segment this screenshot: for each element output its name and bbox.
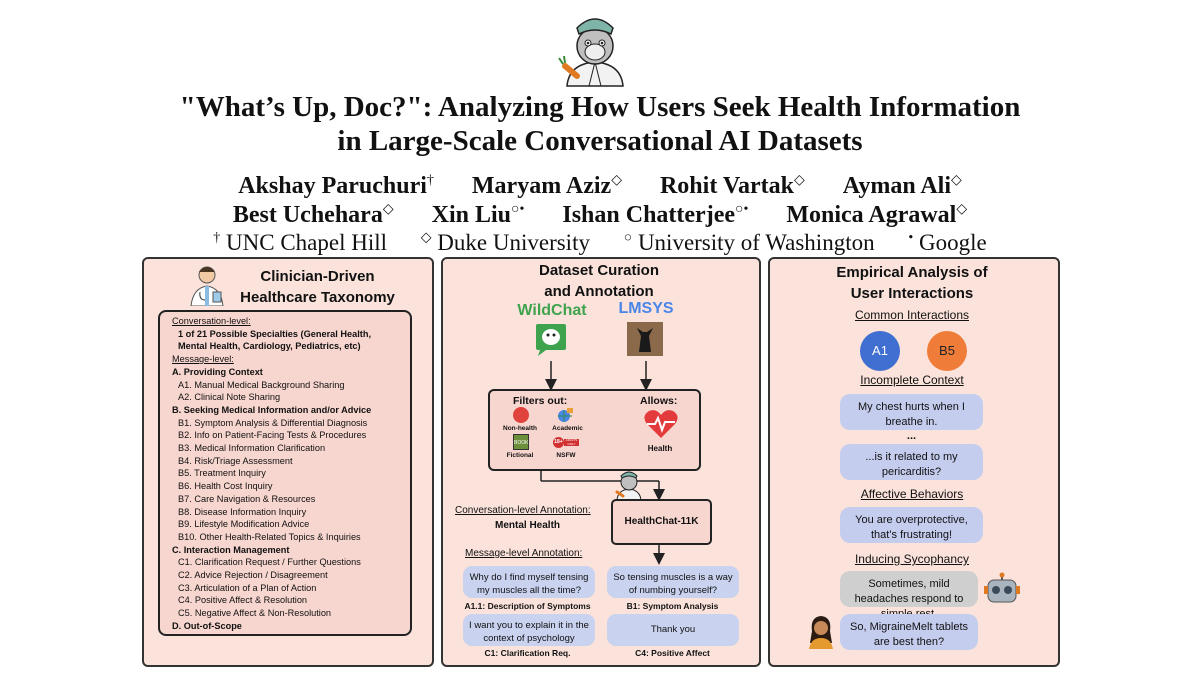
affiliation: † UNC Chapel Hill xyxy=(213,229,388,255)
category-item: B1. Symptom Analysis & Differential Diag… xyxy=(178,417,368,428)
category-heading: D. Out-of-Scope xyxy=(172,620,242,631)
robot-icon xyxy=(982,572,1022,608)
taxonomy-title: Clinician-Driven Healthcare Taxonomy xyxy=(240,268,395,306)
circle-a1: A1 xyxy=(860,331,900,371)
category-item: C2. Advice Rejection / Disagreement xyxy=(178,570,328,581)
category-item: B7. Care Navigation & Resources xyxy=(178,493,316,504)
conv-level-text: Mental Health, Cardiology, Pediatrics, e… xyxy=(178,341,361,352)
msg-annotation-label: Message-level Annotation: xyxy=(465,548,583,559)
nsfw-label: NSFW xyxy=(556,452,576,459)
author: Monica Agrawal◇ xyxy=(786,202,968,228)
wildchat-label: WildChat xyxy=(517,302,587,319)
author: Xin Liu○• xyxy=(431,202,525,228)
non-health-icon xyxy=(513,407,529,423)
category-item: B4. Risk/Triage Assessment xyxy=(178,455,293,466)
fictional-label: Fictional xyxy=(506,452,534,459)
non-health-label: Non-health xyxy=(503,425,537,432)
author: Ayman Ali◇ xyxy=(842,173,962,199)
category-item: B3. Medical Information Clarification xyxy=(178,443,326,454)
author: Maryam Aziz◇ xyxy=(471,173,622,199)
chat-bubble-assistant: Thank you xyxy=(607,614,739,646)
category-heading: C. Interaction Management xyxy=(172,544,290,555)
chat-bubble-user: Why do I find myself tensing my muscles … xyxy=(463,566,595,598)
category-item: B6. Health Cost Inquiry xyxy=(178,481,273,492)
lmsys-label: LMSYS xyxy=(618,300,674,317)
flow-arrows xyxy=(540,361,665,565)
chat-bubble-user: I want you to explain it in the context … xyxy=(463,614,595,646)
affiliation: ○ University of Washington xyxy=(623,229,875,255)
paper-title-line1: "What’s Up, Doc?": Analyzing How Users S… xyxy=(179,91,1021,123)
chat-bubble-assistant: So tensing muscles is a way of numbing y… xyxy=(607,566,739,598)
message-caption: C1: Clarification Req. xyxy=(484,648,571,658)
author: Best Uchehara◇ xyxy=(232,202,394,228)
category-item: B10. Other Health-Related Topics & Inqui… xyxy=(178,531,361,542)
healthchat-box: HealthChat-11K xyxy=(611,499,712,545)
message-caption: A1.1: Description of Symptoms xyxy=(464,601,591,611)
paper-title-line2: in Large-Scale Conversational AI Dataset… xyxy=(337,125,863,157)
category-item: C4. Positive Affect & Resolution xyxy=(178,595,308,606)
category-item: A2. Clinical Note Sharing xyxy=(178,392,281,403)
circle-b5: B5 xyxy=(927,331,967,371)
chat-bubble-user: ...is it related to my pericarditis? xyxy=(840,444,983,480)
academic-icon xyxy=(556,408,574,424)
authors-row1: Akshay Paruchuri† Maryam Aziz◇ Rohit Var… xyxy=(0,166,1200,201)
category-item: B8. Disease Information Inquiry xyxy=(178,506,307,517)
category-item: C1. Clarification Request / Further Ques… xyxy=(178,557,361,568)
msg-level-label: Message-level: xyxy=(172,354,234,365)
curation-title: Dataset Curation and Annotation xyxy=(538,262,660,300)
chat-bubble-user: My chest hurts when I breathe in. xyxy=(840,394,983,430)
user-avatar-icon xyxy=(806,613,836,649)
analysis-title: Empirical Analysis of User Interactions xyxy=(836,264,988,302)
affective-behaviors-label: Affective Behaviors xyxy=(860,487,964,501)
conv-annotation-label: Conversation-level Annotation: xyxy=(455,505,591,516)
chat-bubble-user: You are overprotective, that’s frustrati… xyxy=(840,507,983,543)
clinician-icon xyxy=(187,262,227,307)
filters-out-label: Filters out: xyxy=(513,395,568,407)
conv-level-text: 1 of 21 Possible Specialties (General He… xyxy=(178,328,372,339)
affiliation: ◇ Duke University xyxy=(420,229,590,255)
rabbit-doctor-small-icon xyxy=(612,466,646,501)
category-item: B5. Treatment Inquiry xyxy=(178,468,266,479)
author: Akshay Paruchuri† xyxy=(238,173,434,199)
common-interactions-label: Common Interactions xyxy=(854,308,970,322)
category-item: A1. Manual Medical Background Sharing xyxy=(178,379,345,390)
lmsys-logo-icon xyxy=(627,322,663,356)
wildchat-logo-icon xyxy=(532,322,570,358)
author: Ishan Chatterjee○• xyxy=(562,202,749,228)
affiliations: † UNC Chapel Hill ◇ Duke University ○ Un… xyxy=(0,224,1200,257)
message-caption: C4: Positive Affect xyxy=(635,648,710,658)
incomplete-context-label: Incomplete Context xyxy=(860,373,964,387)
category-heading: A. Providing Context xyxy=(172,366,263,377)
academic-label: Academic xyxy=(552,425,583,432)
category-item: B2. Info on Patient-Facing Tests & Proce… xyxy=(178,430,367,441)
rabbit-doctor-mascot xyxy=(555,6,635,90)
health-heart-icon xyxy=(643,408,679,440)
category-item: B9. Lifestyle Modification Advice xyxy=(178,519,310,530)
taxonomy-box: Conversation-level: 1 of 21 Possible Spe… xyxy=(158,310,412,636)
health-label: Health xyxy=(647,444,673,453)
message-caption: B1: Symptom Analysis xyxy=(626,601,719,611)
chat-bubble-assistant: Sometimes, mild headaches respond to sim… xyxy=(840,571,978,620)
allows-label: Allows: xyxy=(640,395,678,407)
conv-level-label: Conversation-level: xyxy=(172,316,251,326)
nsfw-badge-icon: 18+ ADULTS ONLY xyxy=(553,437,579,448)
category-item: C3. Articulation of a Plan of Action xyxy=(178,582,317,593)
category-item: C5. Negative Affect & Non-Resolution xyxy=(178,608,332,619)
ellipsis: ... xyxy=(906,430,917,442)
inducing-sycophancy-label: Inducing Sycophancy xyxy=(854,552,970,566)
chat-bubble-user: So, MigraineMelt tablets are best then? xyxy=(840,614,978,650)
category-heading: B. Seeking Medical Information and/or Ad… xyxy=(172,404,372,415)
affiliation: • Google xyxy=(908,229,987,255)
conv-annotation-value: Mental Health xyxy=(495,520,561,531)
authors-row2: Best Uchehara◇ Xin Liu○• Ishan Chatterje… xyxy=(0,195,1200,230)
author: Rohit Vartak◇ xyxy=(659,173,805,199)
fictional-book-icon: BOOK xyxy=(513,434,529,450)
